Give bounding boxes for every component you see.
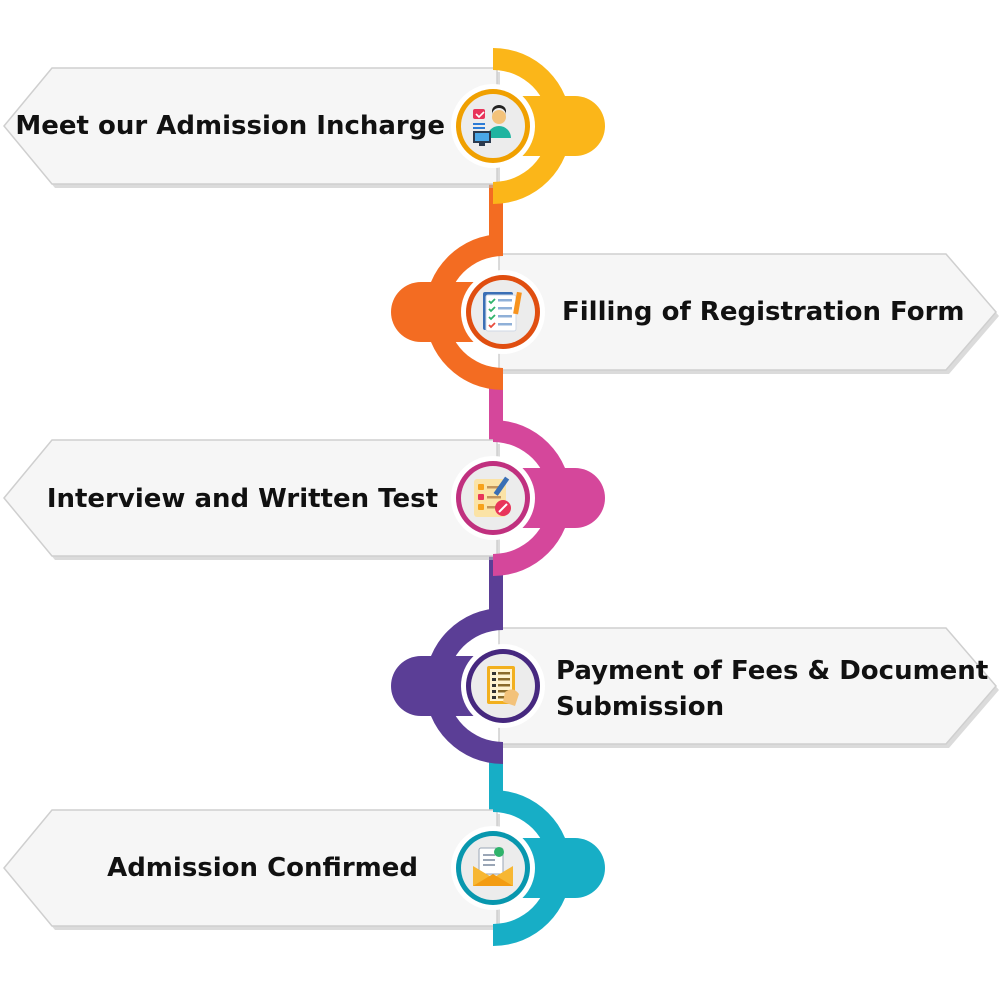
- step-arc: [493, 790, 571, 946]
- step-arc: [493, 48, 571, 204]
- step-3-label: Interview and Written Test: [46, 484, 438, 514]
- registration-form-icon: [483, 291, 522, 332]
- written-test-icon: [474, 476, 511, 517]
- step-arc: [493, 420, 571, 576]
- admission-confirmed-icon: [473, 847, 513, 886]
- badges: [451, 84, 545, 910]
- step-arc: [425, 234, 503, 390]
- fee-payment-icon: [487, 666, 519, 706]
- step-4-label: Payment of Fees & Document Submission: [556, 656, 989, 722]
- badge-face: [461, 94, 525, 158]
- step-5-label: Admission Confirmed: [107, 853, 418, 883]
- cards: [3, 67, 999, 930]
- step-1-label: Meet our Admission Incharge: [15, 111, 445, 141]
- admission-incharge-icon: [473, 105, 511, 146]
- step-2-label: Filling of Registration Form: [562, 297, 965, 327]
- step-arc: [425, 608, 503, 764]
